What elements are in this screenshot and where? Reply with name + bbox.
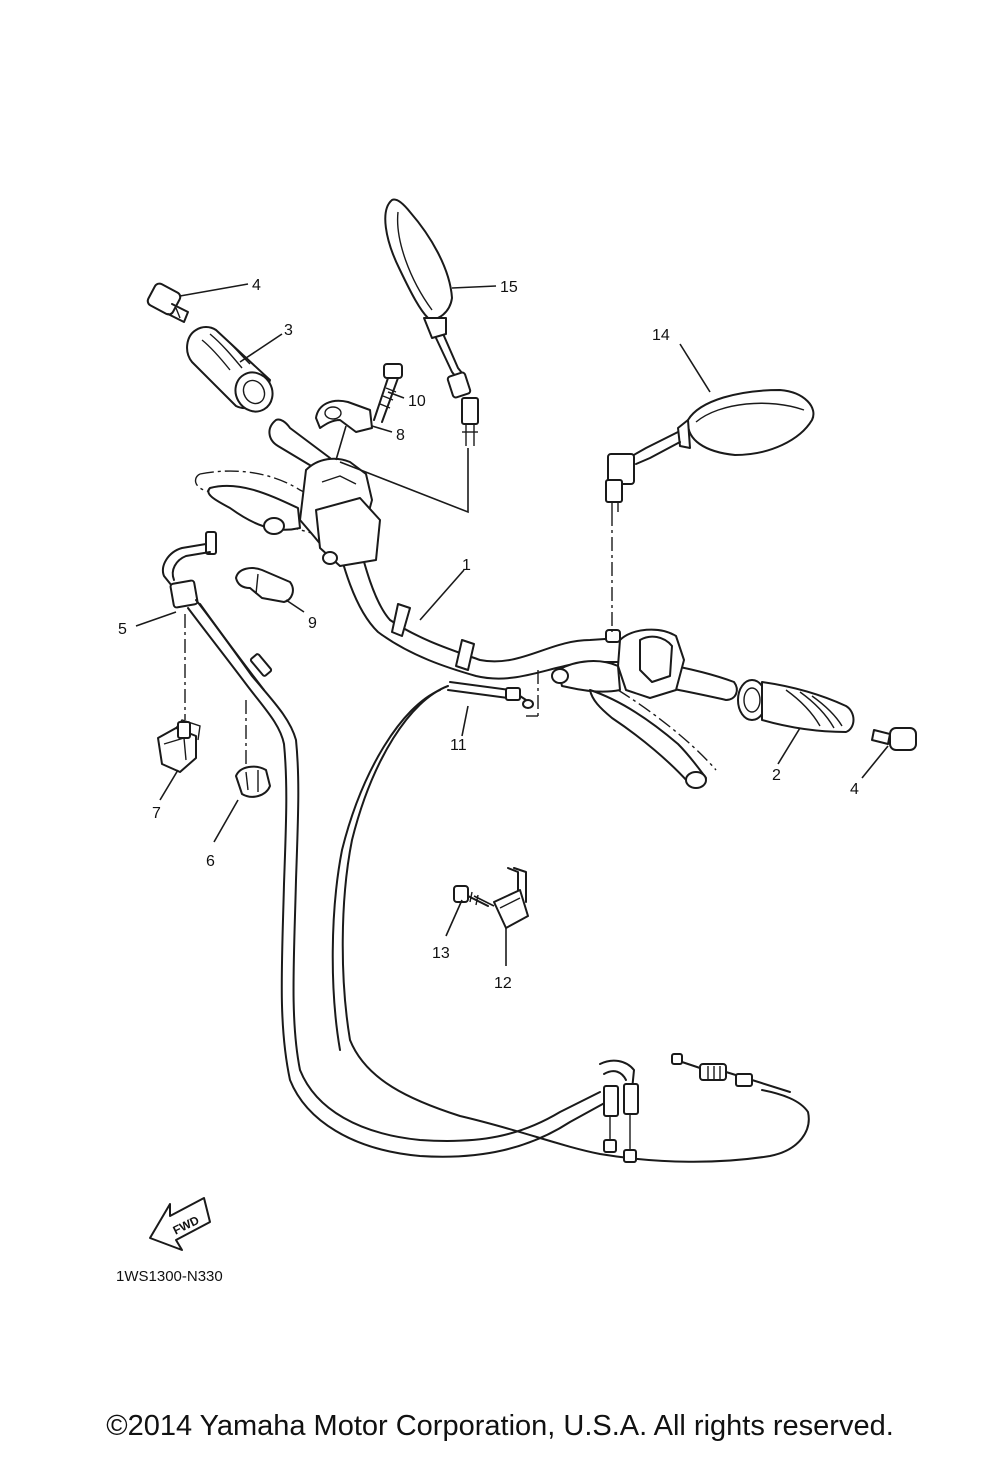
callout-11: 11 [450, 737, 467, 754]
callout-2: 2 [772, 767, 781, 784]
throttle-cables[interactable] [162, 531, 611, 1158]
left-lever-assembly[interactable] [194, 457, 381, 567]
grip-end-left[interactable] [146, 282, 189, 323]
callout-13: 13 [432, 945, 450, 962]
callout-12: 12 [494, 975, 512, 992]
bolt-13[interactable] [453, 885, 489, 907]
mirror-right[interactable] [605, 389, 815, 512]
callout-9: 9 [308, 615, 317, 632]
callout-6: 6 [206, 853, 215, 870]
grip-right[interactable] [737, 679, 855, 733]
bracket-12[interactable] [493, 867, 529, 929]
callout-5: 5 [118, 621, 127, 638]
clip-6[interactable] [235, 765, 271, 798]
holder-7[interactable] [157, 719, 201, 773]
callout-8: 8 [396, 427, 405, 444]
grip-end-right[interactable] [871, 727, 917, 751]
cable-lower-ends[interactable] [599, 1053, 791, 1163]
leader-lines [135, 283, 889, 966]
callout-1: 1 [462, 557, 471, 574]
right-lever-assembly[interactable] [551, 628, 717, 789]
callout-4-right: 4 [850, 781, 859, 798]
copyright-notice: ©2014 Yamaha Motor Corporation, U.S.A. A… [106, 1410, 894, 1442]
callout-15: 15 [500, 279, 518, 296]
clamp-9[interactable] [235, 567, 294, 603]
bolt-10[interactable] [373, 363, 403, 423]
callout-3: 3 [284, 322, 293, 339]
drawing-code: 1WS1300-N330 [116, 1268, 223, 1285]
forward-arrow-icon: FWD [149, 1197, 211, 1251]
callout-10: 10 [408, 393, 426, 410]
grip-left[interactable] [186, 326, 280, 418]
callout-7: 7 [152, 805, 161, 822]
holder-8[interactable] [315, 399, 373, 433]
cable-11[interactable] [331, 670, 810, 1163]
callout-4-left: 4 [252, 277, 261, 294]
callout-14: 14 [652, 327, 670, 344]
mirror-left[interactable] [384, 198, 479, 447]
